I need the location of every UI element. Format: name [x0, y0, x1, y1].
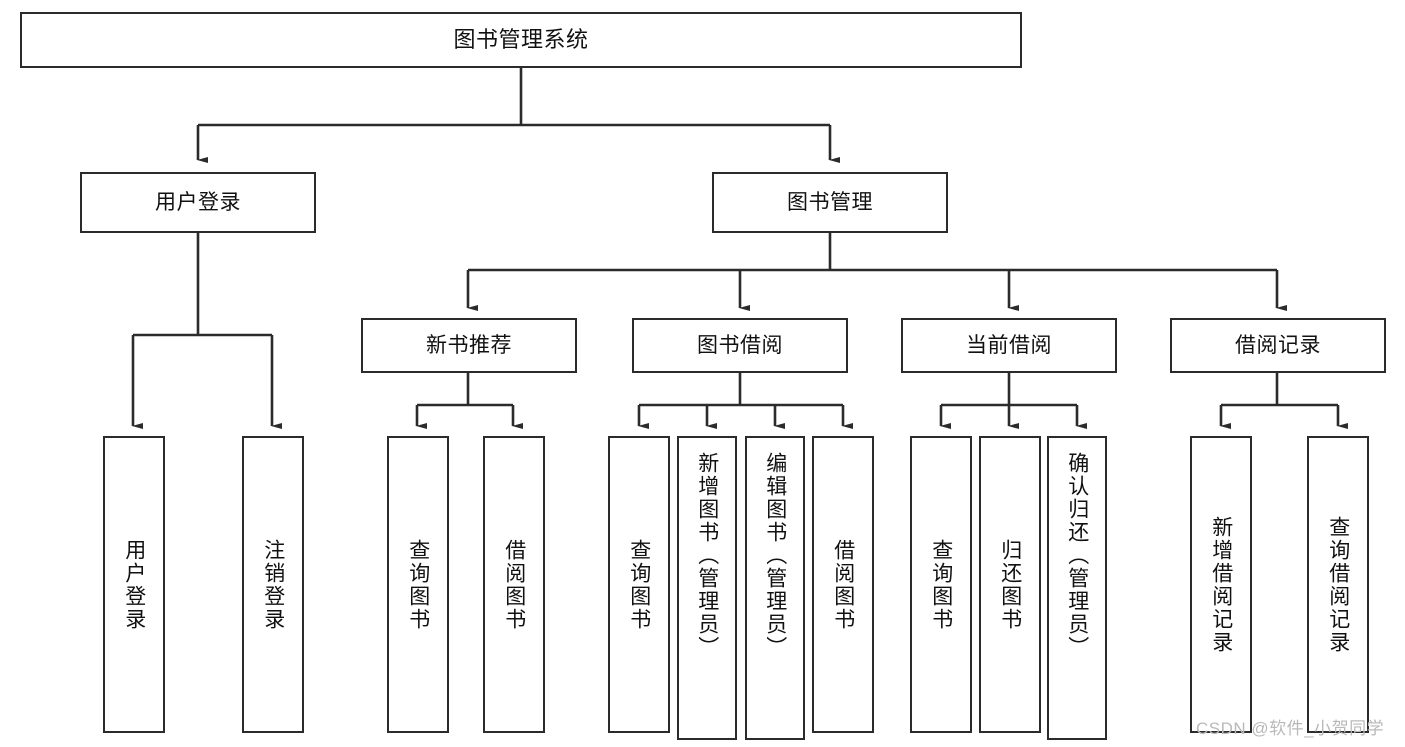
node-label: 当前借阅 — [966, 333, 1052, 357]
node-label: 借阅记录 — [1235, 333, 1321, 357]
node-current-borrow[interactable]: 当前借阅 — [901, 318, 1117, 373]
leaf-label: 归还图书 — [998, 538, 1022, 631]
leaf-borrow-book[interactable]: 借阅图书 — [812, 436, 874, 733]
node-borrow-record[interactable]: 借阅记录 — [1170, 318, 1386, 373]
leaf-query-borrow-record[interactable]: 查询借阅记录 — [1307, 436, 1369, 733]
node-book-management[interactable]: 图书管理 — [712, 172, 948, 233]
leaf-user-logout[interactable]: 注销登录 — [242, 436, 304, 733]
leaf-add-borrow-record[interactable]: 新增借阅记录 — [1190, 436, 1252, 733]
leaf-query-book-borrow[interactable]: 查询图书 — [608, 436, 670, 733]
leaf-label: 编辑图书（管理员） — [763, 452, 787, 659]
leaf-query-book-current[interactable]: 查询图书 — [910, 436, 972, 733]
leaf-label: 查询图书 — [406, 538, 430, 631]
node-label: 图书管理系统 — [453, 26, 589, 52]
node-label: 用户登录 — [155, 190, 241, 214]
leaf-add-book-admin[interactable]: 新增图书（管理员） — [677, 436, 737, 740]
leaf-label: 新增图书（管理员） — [695, 452, 719, 659]
leaf-borrow-book-recommend[interactable]: 借阅图书 — [483, 436, 545, 733]
node-label: 图书借阅 — [697, 333, 783, 357]
leaf-label: 用户登录 — [122, 538, 146, 631]
leaf-label: 借阅图书 — [502, 538, 526, 631]
leaf-label: 查询图书 — [627, 538, 651, 631]
leaf-label: 新增借阅记录 — [1209, 515, 1233, 654]
leaf-edit-book-admin[interactable]: 编辑图书（管理员） — [745, 436, 805, 740]
node-user-login[interactable]: 用户登录 — [80, 172, 316, 233]
node-label: 图书管理 — [787, 190, 873, 214]
node-label: 新书推荐 — [426, 333, 512, 357]
leaf-confirm-return-admin[interactable]: 确认归还（管理员） — [1047, 436, 1107, 740]
node-root-system[interactable]: 图书管理系统 — [20, 12, 1022, 68]
leaf-label: 查询借阅记录 — [1326, 515, 1350, 654]
leaf-user-login[interactable]: 用户登录 — [103, 436, 165, 733]
leaf-label: 注销登录 — [261, 538, 285, 631]
leaf-return-book[interactable]: 归还图书 — [979, 436, 1041, 733]
leaf-query-book-recommend[interactable]: 查询图书 — [387, 436, 449, 733]
leaf-label: 确认归还（管理员） — [1065, 452, 1089, 659]
node-new-book-recommend[interactable]: 新书推荐 — [361, 318, 577, 373]
leaf-label: 借阅图书 — [831, 538, 855, 631]
watermark: CSDN @软件_小贺同学 — [1196, 719, 1385, 738]
node-book-borrow[interactable]: 图书借阅 — [632, 318, 848, 373]
leaf-label: 查询图书 — [929, 538, 953, 631]
